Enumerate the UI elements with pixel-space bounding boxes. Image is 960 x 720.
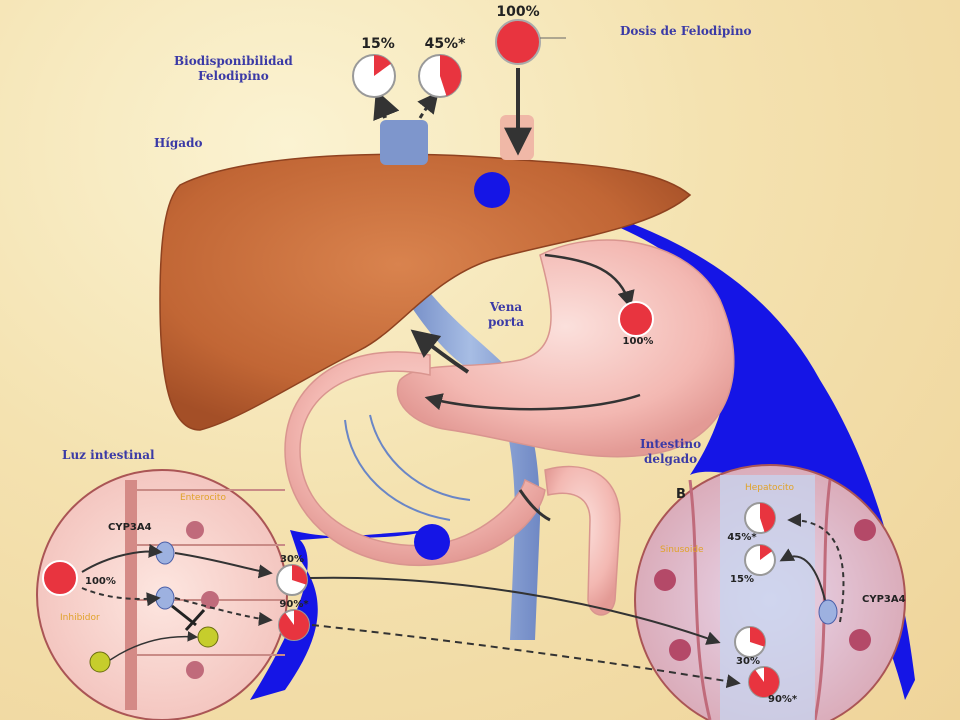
- arrow-left-to-right-dashed: [311, 624, 741, 689]
- left-input-pct: 100%: [85, 576, 116, 587]
- pie-right-45-slice: [760, 503, 775, 533]
- arrow-inset-from-intestine: [518, 489, 551, 522]
- intestine-label: Intestino delgado: [640, 437, 701, 467]
- left-out-bottom: 90%*: [279, 599, 309, 610]
- right-sinusoid-label: Sinusoide: [660, 545, 704, 555]
- magnification-cone-left: [250, 530, 430, 700]
- blue-dot-liver: [474, 172, 510, 208]
- pie-left-90-slice: [279, 610, 310, 641]
- left-inset: [36, 469, 310, 720]
- right-p45: 45%*: [727, 532, 757, 543]
- pie-bio-high: [418, 54, 462, 98]
- stomach: [396, 239, 735, 458]
- pie-bio-high-slice: [440, 55, 462, 96]
- bioavailability-label-line2: Felodipino: [198, 69, 269, 83]
- intestine-label-line1: Intestino: [640, 437, 702, 451]
- pie-dose: [495, 19, 566, 65]
- small-intestine: [284, 351, 546, 567]
- arrow-to-bio-high: [417, 91, 439, 119]
- left-enzyme-label: CYP3A4: [108, 522, 152, 533]
- pct-bio-low: 15%: [361, 36, 395, 52]
- pie-right-30-slice: [750, 627, 765, 647]
- pct-stomach: 100%: [623, 336, 654, 347]
- bioavailability-label-line1: Biodisponibilidad: [174, 54, 293, 68]
- intestine-tail: [544, 465, 621, 616]
- right-p30: 30%: [736, 656, 760, 667]
- hepatic-vein: [380, 120, 428, 165]
- arrow-stomach: [544, 253, 635, 309]
- pct-bio-high: 45%*: [425, 36, 467, 52]
- right-p15: 15%: [730, 574, 754, 585]
- pct-dose: 100%: [496, 4, 539, 20]
- arrow-intestine: [424, 393, 641, 411]
- panel-b-label: B: [676, 487, 686, 502]
- right-enzyme-label: CYP3A4: [862, 594, 906, 605]
- pie-left-input: [42, 560, 78, 596]
- left-enterocyte-label: Enterocito: [180, 493, 226, 503]
- mesenteric-vessels: [344, 414, 471, 521]
- portal-vein-label: Vena porta: [488, 300, 524, 330]
- arrow-to-bio-low: [373, 89, 400, 121]
- pie-left-30-slice: [292, 565, 308, 585]
- pie-right-90-slice: [749, 667, 780, 697]
- blue-dot-intestine: [414, 524, 450, 560]
- dose-label: Dosis de Felodipino: [620, 24, 752, 38]
- arrow-portal: [410, 329, 470, 374]
- lumen-label: Luz intestinal: [62, 448, 155, 462]
- intestine-label-line2: delgado: [643, 452, 698, 466]
- arrow-left-to-right-solid: [309, 576, 721, 645]
- bioavailability-label: Biodisponibilidad Felodipino: [174, 54, 293, 84]
- liver-label: Hígado: [154, 136, 203, 150]
- portal-vein-label-line1: Vena: [489, 300, 523, 314]
- pie-bio-low-slice: [374, 55, 391, 76]
- pie-bio-low: [352, 54, 396, 98]
- left-out-top: 30%: [280, 554, 304, 565]
- right-p90: 90%*: [768, 694, 798, 705]
- pie-right-15-slice: [760, 545, 773, 560]
- right-hepatocyte-label: Hepatocito: [745, 483, 795, 493]
- portal-vein-label-line2: porta: [488, 315, 525, 329]
- right-inset: [634, 464, 906, 720]
- pie-stomach: [618, 301, 654, 337]
- magnification-cone-right: [492, 185, 915, 700]
- left-inhibitor-label: Inhibidor: [60, 613, 100, 623]
